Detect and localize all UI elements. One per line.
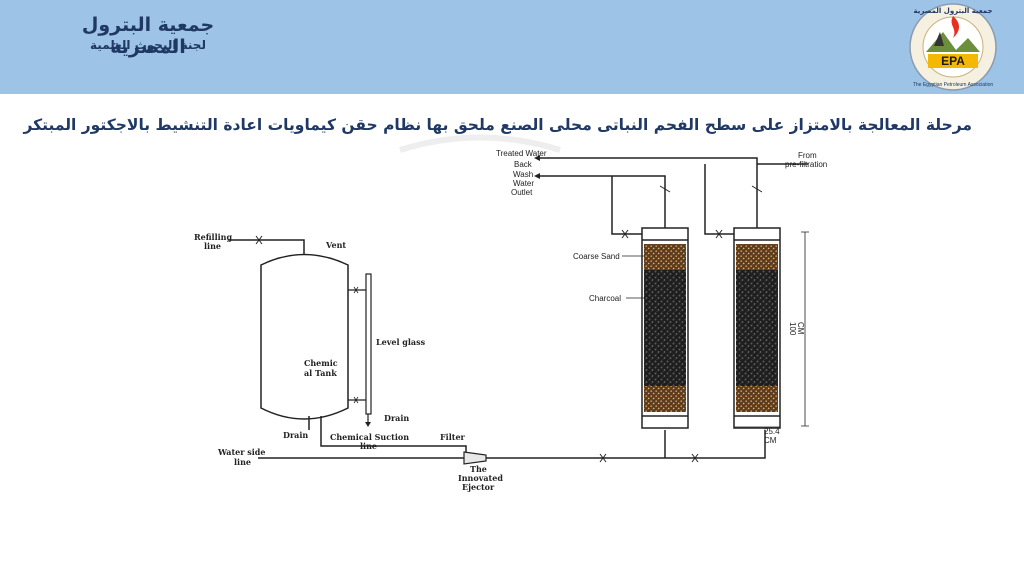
label-suction-1: Chemical Suction (330, 432, 409, 442)
label-tank-1: Chemic (304, 358, 338, 368)
label-drain-right: Drain (384, 413, 409, 423)
logo-ring-top: جمعية البترول المصرية (913, 7, 992, 15)
top-piping (540, 157, 808, 239)
label-from-2: pre-filtration (785, 160, 827, 169)
label-height-2: CM (796, 322, 805, 335)
label-level-glass: Level glass (376, 337, 426, 347)
org-subtitle: لجنة البحوث العلمية (90, 38, 206, 52)
label-refilling-1: Refilling (194, 232, 232, 242)
label-backwash-1: Back (514, 160, 533, 169)
logo-text: EPA (941, 54, 965, 68)
label-diameter-2: CM (764, 436, 777, 445)
label-from-1: From (798, 151, 817, 160)
label-backwash-4: Outlet (511, 188, 533, 197)
label-treated-water: Treated Water (496, 149, 547, 158)
label-refilling-2: line (204, 241, 221, 251)
label-water-side-1: Water side (217, 447, 265, 457)
label-vent: Vent (325, 240, 346, 250)
label-water-side-2: line (234, 457, 251, 467)
level-glass (348, 273, 372, 424)
label-drain-left: Drain (283, 430, 308, 440)
charcoal-column-2 (733, 227, 781, 429)
label-tank-2: al Tank (304, 368, 337, 378)
water-side-line (258, 430, 766, 463)
label-height-1: 100 (788, 322, 797, 336)
label-ejector-1: The (470, 464, 487, 474)
label-filter: Filter (440, 432, 466, 442)
org-name: جمعية البترول المصرية (81, 14, 215, 58)
charcoal-column-1 (641, 227, 689, 429)
epa-logo: EPA جمعية البترول المصرية The Egyptian P… (909, 3, 997, 91)
dimension-height (801, 231, 809, 427)
label-coarse-sand: Coarse Sand (573, 252, 620, 261)
label-diameter-1: 25.4 (764, 427, 780, 436)
label-ejector-3: Ejector (462, 482, 495, 492)
refilling-line (228, 235, 305, 254)
header-banner: جمعية البترول المصرية لجنة البحوث العلمي… (0, 0, 1024, 94)
chemical-tank (260, 253, 349, 420)
label-ejector-2: Innovated (458, 473, 503, 483)
chemical-suction-line (308, 416, 467, 455)
slide-title: مرحلة المعالجة بالامتزاز على سطح الفحم ا… (23, 116, 972, 134)
label-backwash-2: Wash (513, 170, 533, 179)
label-backwash-3: Water (513, 179, 534, 188)
label-suction-2: line (360, 441, 377, 451)
logo-ring-bottom: The Egyptian Petroleum Association (913, 82, 994, 88)
label-charcoal: Charcoal (589, 294, 621, 303)
ejector (463, 451, 487, 465)
